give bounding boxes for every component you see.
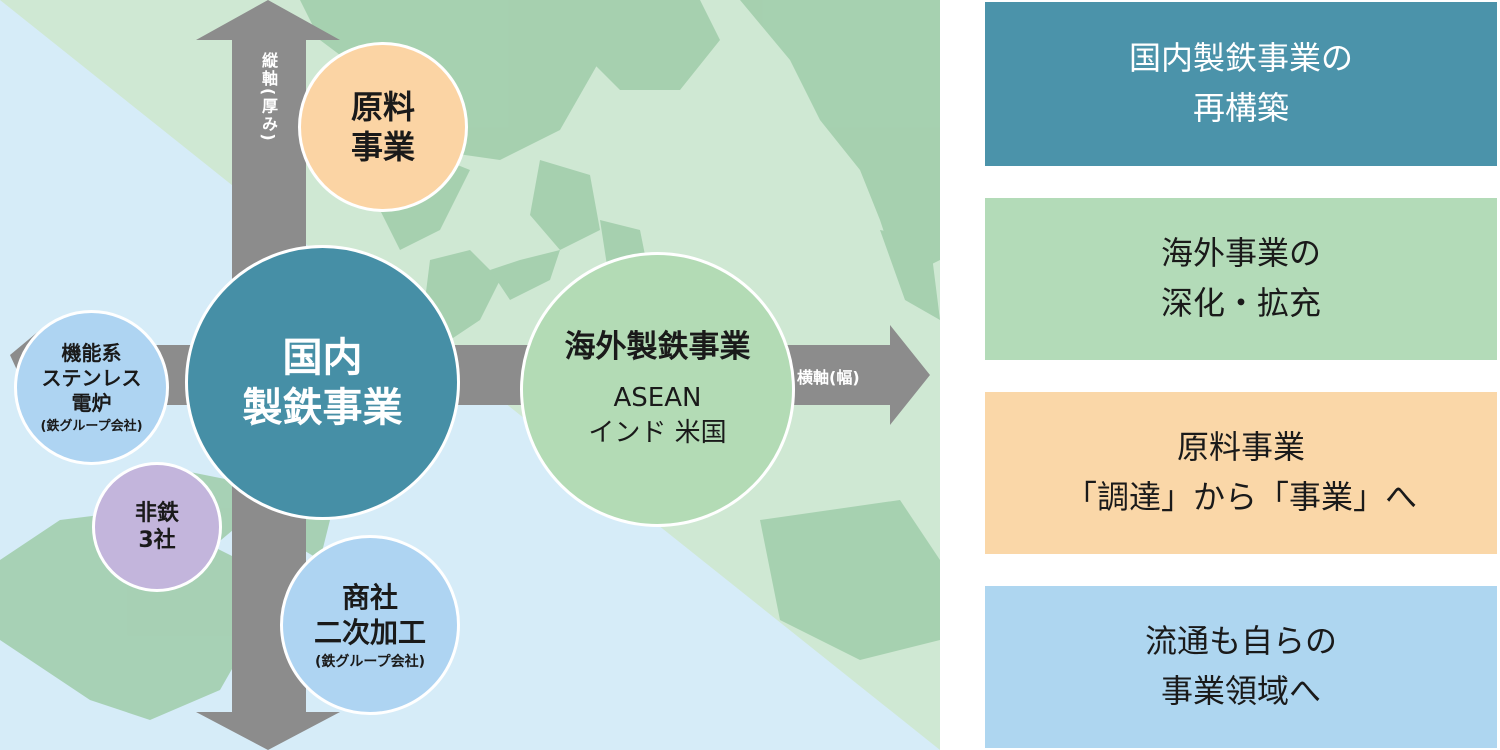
strategy-diagram: 縦軸(厚み) 横軸(幅) 原料 事業 国内 製鉄事業 海外製鉄事業 ASEAN … [0,0,940,750]
nonferrous-line1: 非鉄 [134,500,179,526]
raw-materials-circle: 原料 事業 [298,42,468,212]
panel-distribution: 流通も自らの 事業領域へ [985,586,1497,748]
trading-processing-circle: 商社 二次加工 (鉄グループ会社) [280,535,460,715]
domestic-steel-line2: 製鉄事業 [242,384,403,431]
overseas-region-india-us: インド 米国 [588,417,727,448]
stainless-line3: 電炉 [71,390,112,415]
vertical-axis-label: 縦軸(厚み) [259,52,278,143]
panel-overseas-line1: 海外事業の [1160,234,1321,273]
stainless-note: (鉄グループ会社) [40,418,143,434]
panel-overseas-line2: 深化・拡充 [1160,284,1321,322]
panel-domestic-line2: 再構築 [1192,89,1289,127]
raw-materials-line1: 原料 [350,88,415,126]
domestic-steel-circle: 国内 製鉄事業 [185,245,460,520]
nonferrous-line2: 3社 [138,528,176,553]
stainless-line1: 機能系 [61,340,122,365]
panel-domestic-rebuild: 国内製鉄事業の 再構築 [985,2,1497,166]
nonferrous-circle: 非鉄 3社 [92,462,222,592]
overseas-region-asean: ASEAN [613,382,702,413]
panel-raw-line1: 原料事業 [1176,428,1305,467]
horizontal-axis-label: 横軸(幅) [797,368,860,387]
stainless-line2: ステンレス [41,365,142,390]
overseas-title: 海外製鉄事業 [564,329,751,366]
panel-overseas-expand: 海外事業の 深化・拡充 [985,198,1497,360]
raw-materials-line2: 事業 [350,128,415,166]
panel-raw-line2: 「調達」から「事業」へ [1064,478,1417,516]
trading-line1: 商社 [341,580,398,614]
trading-line2: 二次加工 [313,615,426,649]
panel-distribution-line1: 流通も自らの [1144,622,1337,661]
trading-note: (鉄グループ会社) [315,653,425,670]
panel-domestic-line1: 国内製鉄事業の [1128,39,1353,78]
stainless-circle: 機能系 ステンレス 電炉 (鉄グループ会社) [14,310,169,465]
panel-distribution-line2: 事業領域へ [1160,672,1321,710]
panel-raw-materials: 原料事業 「調達」から「事業」へ [985,392,1497,554]
overseas-steel-circle: 海外製鉄事業 ASEAN インド 米国 [520,252,795,527]
domestic-steel-line1: 国内 [282,334,363,381]
